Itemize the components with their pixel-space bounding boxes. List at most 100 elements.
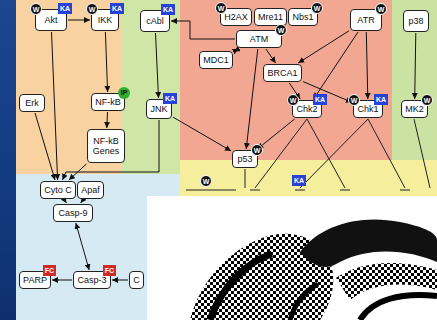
badge-label: KA: [165, 95, 175, 102]
badge-label: KA: [294, 177, 304, 184]
protein-box: ATM W: [236, 30, 282, 48]
badge-label: KA: [163, 6, 173, 13]
protein-label: Nbs1: [292, 12, 313, 22]
ka-badge: KA: [161, 4, 175, 15]
protein-label: JNK: [150, 104, 167, 114]
protein-label: Casp-3: [77, 275, 106, 285]
ka-badge: KA: [374, 94, 388, 105]
pathway-arrow: [52, 32, 58, 180]
badge-label: W: [203, 178, 210, 185]
stress-kinase-region: [122, 0, 180, 174]
protein-box: Cyto C: [40, 181, 76, 199]
badge-label: KA: [376, 96, 386, 103]
w-badge: W: [30, 3, 42, 15]
ka-badge: KA: [58, 3, 72, 14]
ka-badge: KA: [110, 3, 124, 14]
badge-label: W: [378, 6, 385, 13]
pathway-arrow: [35, 113, 55, 180]
protein-label: p53: [237, 154, 252, 164]
protein-box: Casp-3FC: [73, 271, 111, 289]
protein-box: p53W: [232, 150, 258, 168]
protein-box: NF-kB Genes: [87, 129, 125, 163]
w-badge: W: [215, 2, 227, 14]
p38-region: [392, 0, 437, 160]
protein-label: BRCA1: [267, 68, 297, 78]
badge-label: W: [89, 6, 96, 13]
pathway-arrow: [156, 33, 159, 98]
protein-label: C: [133, 275, 140, 285]
protein-box: AktWKA: [35, 9, 67, 31]
protein-label: MDC1: [203, 55, 229, 65]
w-badge: W: [275, 24, 287, 36]
badge-label: W: [290, 97, 297, 104]
protein-box: BRCA1: [263, 64, 302, 82]
protein-box: Erk: [19, 94, 45, 112]
inset-stroke: [290, 284, 318, 320]
w-badge: W: [375, 3, 387, 15]
protein-label: NF-kB Genes: [88, 136, 124, 156]
inset-shape: [300, 219, 437, 266]
protein-box: Apaf: [77, 181, 104, 199]
protein-label: p38: [408, 16, 423, 26]
protein-label: Mre11: [258, 12, 283, 22]
pathway-arrow: [266, 49, 276, 63]
protein-box: Casp-9: [53, 204, 93, 222]
ka-badge: KA: [313, 94, 327, 105]
inset-stroke: [210, 254, 272, 320]
inset-stroke: [360, 295, 437, 320]
protein-label: ATR: [357, 15, 374, 25]
protein-label: ATM: [250, 34, 268, 44]
protein-label: Casp-9: [58, 208, 87, 218]
ka-badge: KA: [292, 175, 306, 186]
protein-box: JNKKA: [146, 99, 172, 119]
protein-box: H2AXW: [220, 8, 252, 26]
pathway-arrow: [62, 120, 159, 180]
protein-label: Apaf: [81, 185, 100, 195]
protein-label: Chk1: [357, 104, 378, 114]
badge-label: W: [351, 97, 358, 104]
protein-box: p38: [403, 10, 429, 32]
cell-cycle-wires: [186, 119, 430, 190]
protein-box: Nbs1W: [288, 8, 318, 26]
badge-label: IP: [121, 89, 128, 96]
inset-ground: [147, 196, 437, 320]
protein-label: Chk2: [296, 104, 317, 114]
badge-label: KA: [112, 5, 122, 12]
pathway-arrow: [173, 117, 231, 151]
protein-label: NF-kB: [95, 97, 121, 107]
pathway-arrow: [68, 20, 90, 21]
protein-box: NF-kBIP: [91, 93, 125, 111]
w-badge: W: [311, 2, 323, 14]
protein-label: cAbl: [146, 16, 164, 26]
protein-box: ATR W: [350, 9, 382, 31]
pathway-arrow: [81, 200, 83, 203]
badge-label: W: [278, 27, 285, 34]
badge-label: W: [424, 97, 431, 104]
protein-label: Cyto C: [44, 185, 72, 195]
protein-box: Chk2WKA: [292, 100, 322, 118]
pathway-arrow: [106, 112, 108, 128]
protein-label: H2AX: [224, 12, 248, 22]
w-badge: W: [421, 94, 433, 106]
protein-box: MK2W: [401, 100, 428, 118]
pathway-arrow: [257, 119, 294, 149]
ka-badge: KA: [163, 93, 177, 104]
w-badge: W: [200, 175, 212, 187]
protein-label: Akt: [44, 15, 57, 25]
w-badge: W: [251, 144, 263, 156]
protein-box: PARPFC: [19, 271, 51, 289]
w-badge: W: [86, 3, 98, 15]
protein-box: IKKWKA: [91, 9, 119, 31]
protein-label: PARP: [23, 275, 47, 285]
badge-label: W: [218, 5, 225, 12]
pathway-arrow: [112, 280, 128, 281]
protein-label: MK2: [405, 104, 424, 114]
pathway-arrow: [314, 32, 358, 99]
fc-badge: FC: [43, 265, 56, 276]
pathway-arrow: [246, 49, 258, 149]
badge-label: KA: [60, 5, 70, 12]
protein-box: MDC1: [199, 51, 233, 69]
w-badge: W: [348, 94, 360, 106]
